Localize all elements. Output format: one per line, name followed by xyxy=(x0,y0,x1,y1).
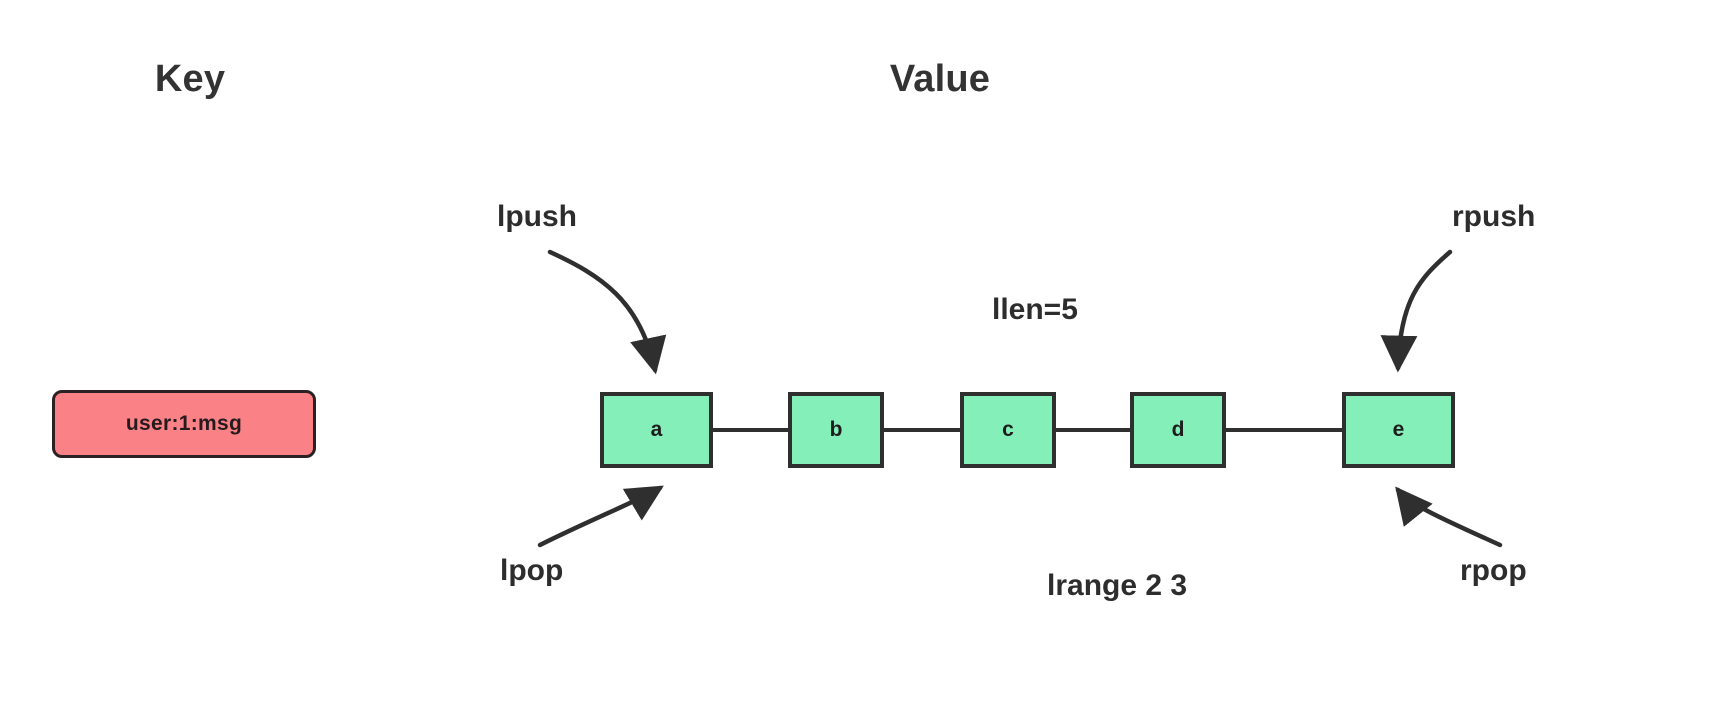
llen-label: llen=5 xyxy=(992,293,1078,326)
key-column-title: Key xyxy=(154,58,226,100)
list-node-label: c xyxy=(1002,418,1014,441)
list-node-label: e xyxy=(1392,418,1405,441)
lrange-label: lrange 2 3 xyxy=(1047,569,1188,602)
lpop-arrow xyxy=(537,485,664,548)
list-node-label: a xyxy=(650,418,663,441)
key-node-label: user:1:msg xyxy=(125,412,243,435)
rpush-label: rpush xyxy=(1452,200,1536,233)
lpop-label: lpop xyxy=(500,554,564,587)
rpush-arrow xyxy=(1380,249,1453,373)
value-column-title: Value xyxy=(889,58,991,100)
list-node-b[interactable]: b xyxy=(788,392,884,468)
lpush-arrow xyxy=(547,249,667,375)
list-node-d[interactable]: d xyxy=(1130,392,1226,468)
rpop-arrow xyxy=(1395,486,1503,548)
list-node-a[interactable]: a xyxy=(600,392,713,468)
rpop-label: rpop xyxy=(1460,554,1527,587)
list-node-c[interactable]: c xyxy=(960,392,1056,468)
list-node-label: d xyxy=(1171,418,1185,441)
lpush-label: lpush xyxy=(497,200,577,233)
list-node-label: b xyxy=(829,418,843,441)
key-node-user-1-msg[interactable]: user:1:msg xyxy=(52,390,316,458)
list-node-e[interactable]: e xyxy=(1342,392,1455,468)
